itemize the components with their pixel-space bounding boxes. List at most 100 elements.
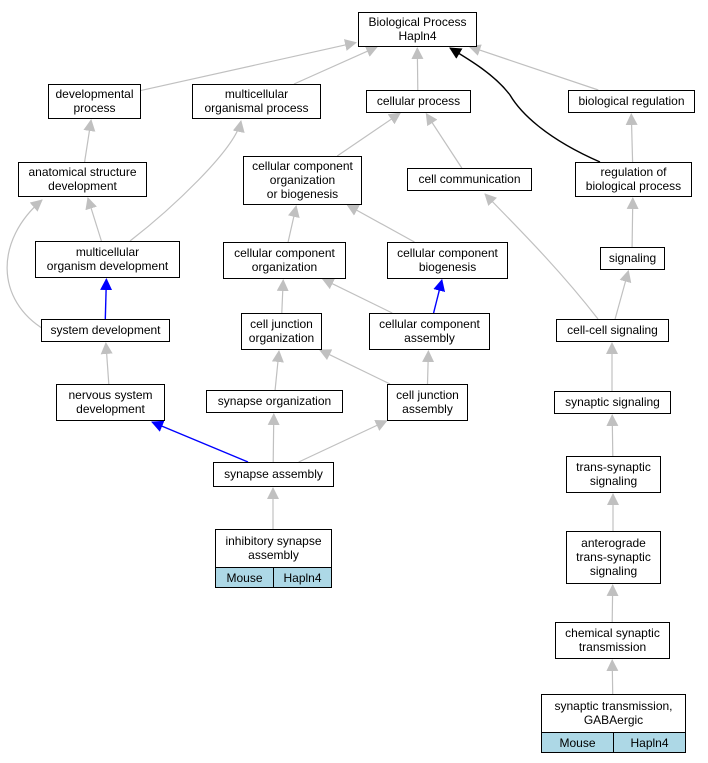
edge-is-a xyxy=(606,584,619,623)
node-label: trans-synaptic xyxy=(576,550,651,564)
edge-is-a xyxy=(411,47,424,91)
node-label: cellular process xyxy=(377,94,460,108)
gene-label: Hapln4 xyxy=(283,571,321,585)
edge-is-a xyxy=(83,119,96,163)
node-box xyxy=(600,247,665,270)
node-label: multicellular xyxy=(225,87,288,101)
node-label: anatomical structure xyxy=(28,165,136,179)
edge-is-a xyxy=(287,205,300,243)
node-label: biological process xyxy=(586,179,681,193)
node-cell-communication[interactable]: cell communication xyxy=(407,168,532,191)
node-label: trans-synaptic xyxy=(576,460,651,474)
node-label: organization xyxy=(252,260,317,274)
node-label: organism development xyxy=(47,259,169,273)
node-box xyxy=(358,12,477,47)
node-label: synapse assembly xyxy=(224,467,323,481)
node-box xyxy=(18,162,147,197)
node-label: inhibitory synapse xyxy=(225,534,321,548)
gene-cell xyxy=(613,732,686,753)
edge-is-a xyxy=(293,45,379,85)
node-signaling[interactable]: signaling xyxy=(600,247,665,270)
node-label: GABAergic xyxy=(584,713,643,727)
node-label: cell junction xyxy=(250,317,313,331)
edge-is-a xyxy=(346,204,415,243)
gene-label: Hapln4 xyxy=(630,736,668,750)
node-box xyxy=(387,384,468,421)
node-label: biological regulation xyxy=(578,94,684,108)
species-label: Mouse xyxy=(226,571,262,585)
edge-is-a xyxy=(336,112,402,157)
edge-is-a xyxy=(129,120,245,242)
node-label: assembly xyxy=(402,402,453,416)
node-box xyxy=(566,531,661,584)
node-box xyxy=(213,462,334,487)
edge-is-a xyxy=(625,113,638,163)
edge-is-a xyxy=(100,342,113,385)
node-label: or biogenesis xyxy=(267,187,338,201)
node-synapse-assembly[interactable]: synapse assembly xyxy=(213,462,334,487)
node-label: signaling xyxy=(590,564,637,578)
node-box xyxy=(568,90,695,113)
edge-is-a xyxy=(318,349,391,385)
node-synapse-organization[interactable]: synapse organization xyxy=(206,390,343,413)
node-synaptic-signaling[interactable]: synaptic signaling xyxy=(554,391,671,414)
node-box xyxy=(387,242,508,279)
edge-is-a xyxy=(139,39,357,92)
node-label: assembly xyxy=(404,331,455,345)
node-cell-cell-signaling[interactable]: cell-cell signaling xyxy=(556,319,669,342)
node-box xyxy=(556,319,669,342)
node-biological-regulation[interactable]: biological regulation xyxy=(568,90,695,113)
node-label: biogenesis xyxy=(419,260,476,274)
node-label: cell junction xyxy=(396,388,459,402)
node-label: system development xyxy=(50,323,161,337)
node-label: Biological Process xyxy=(368,15,466,29)
node-box xyxy=(48,84,141,119)
node-label: signaling xyxy=(590,474,637,488)
node-box xyxy=(575,162,692,197)
node-label: synaptic signaling xyxy=(565,395,660,409)
node-label: regulation of xyxy=(600,165,667,179)
node-system-development[interactable]: system development xyxy=(41,319,170,342)
node-box xyxy=(366,90,471,113)
edge-is-a xyxy=(298,420,388,463)
node-cellular-process[interactable]: cellular process xyxy=(366,90,471,113)
node-label: cellular component xyxy=(234,246,335,260)
node-label: anterograde xyxy=(581,536,646,550)
node-label: process xyxy=(73,101,115,115)
edge-is-a xyxy=(614,269,632,320)
node-label: multicellular xyxy=(76,245,139,259)
node-label: organismal process xyxy=(204,101,308,115)
node-box xyxy=(369,313,490,350)
node-box xyxy=(56,384,165,421)
node-label: chemical synaptic xyxy=(565,626,660,640)
node-label: synaptic transmission, xyxy=(554,699,672,713)
node-label: cellular component xyxy=(379,317,480,331)
node-label: development xyxy=(76,402,145,416)
edge-regulates xyxy=(449,47,601,163)
edge-is-a xyxy=(606,414,619,457)
edge-is-a xyxy=(6,199,46,331)
node-label: cellular component xyxy=(252,159,353,173)
edge-is-a xyxy=(271,350,284,391)
edge-is-a xyxy=(484,193,599,320)
node-label: nervous system xyxy=(68,388,152,402)
